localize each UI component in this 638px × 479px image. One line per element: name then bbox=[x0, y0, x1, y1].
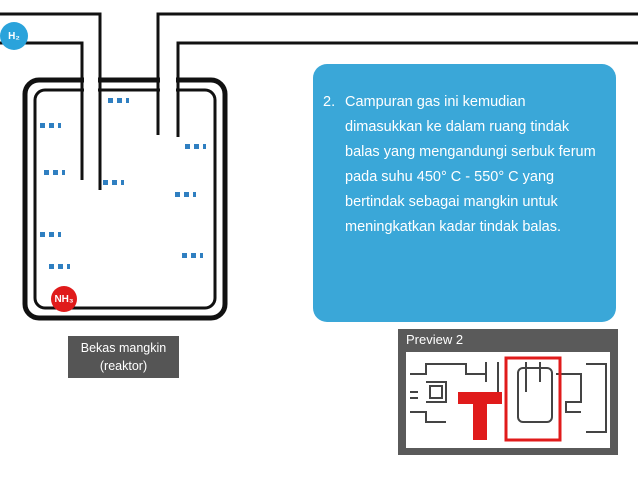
preview-title: Preview 2 bbox=[406, 332, 464, 347]
preview-thumbnail-drawing bbox=[410, 356, 607, 442]
catalyst-group-3 bbox=[185, 144, 206, 149]
reactor-caption: Bekas mangkin (reaktor) bbox=[68, 336, 179, 378]
step-number: 2. bbox=[323, 94, 336, 110]
preview-thumbnail[interactable] bbox=[406, 352, 610, 448]
catalyst-group-9 bbox=[49, 264, 70, 269]
preview-red-t bbox=[458, 392, 502, 440]
pipe-entries bbox=[80, 76, 180, 190]
info-card: 2. Campuran gas ini kemudian dimasukkan … bbox=[313, 64, 616, 322]
catalyst-group-5 bbox=[103, 180, 124, 185]
preview-highlight-box bbox=[504, 356, 562, 442]
catalyst-particles bbox=[40, 98, 206, 269]
catalyst-group-1 bbox=[108, 98, 129, 103]
catalyst-group-4 bbox=[44, 170, 65, 175]
catalyst-group-6 bbox=[175, 192, 196, 197]
nh3-badge: NH₃ bbox=[51, 286, 77, 312]
reactor-vessel bbox=[22, 77, 228, 321]
nh3-label: NH₃ bbox=[54, 293, 74, 305]
catalyst-group-7 bbox=[40, 232, 61, 237]
reactor-caption-line2: (reaktor) bbox=[99, 359, 148, 373]
reactor-caption-line1: Bekas mangkin bbox=[80, 341, 167, 355]
catalyst-group-2 bbox=[40, 123, 61, 128]
catalyst-group-8 bbox=[182, 253, 203, 258]
h2-badge: H₂ bbox=[0, 22, 28, 50]
step-text: Campuran gas ini kemudian dimasukkan ke … bbox=[345, 94, 596, 235]
preview-panel[interactable]: Preview 2 bbox=[398, 329, 618, 455]
h2-label: H₂ bbox=[8, 30, 20, 42]
